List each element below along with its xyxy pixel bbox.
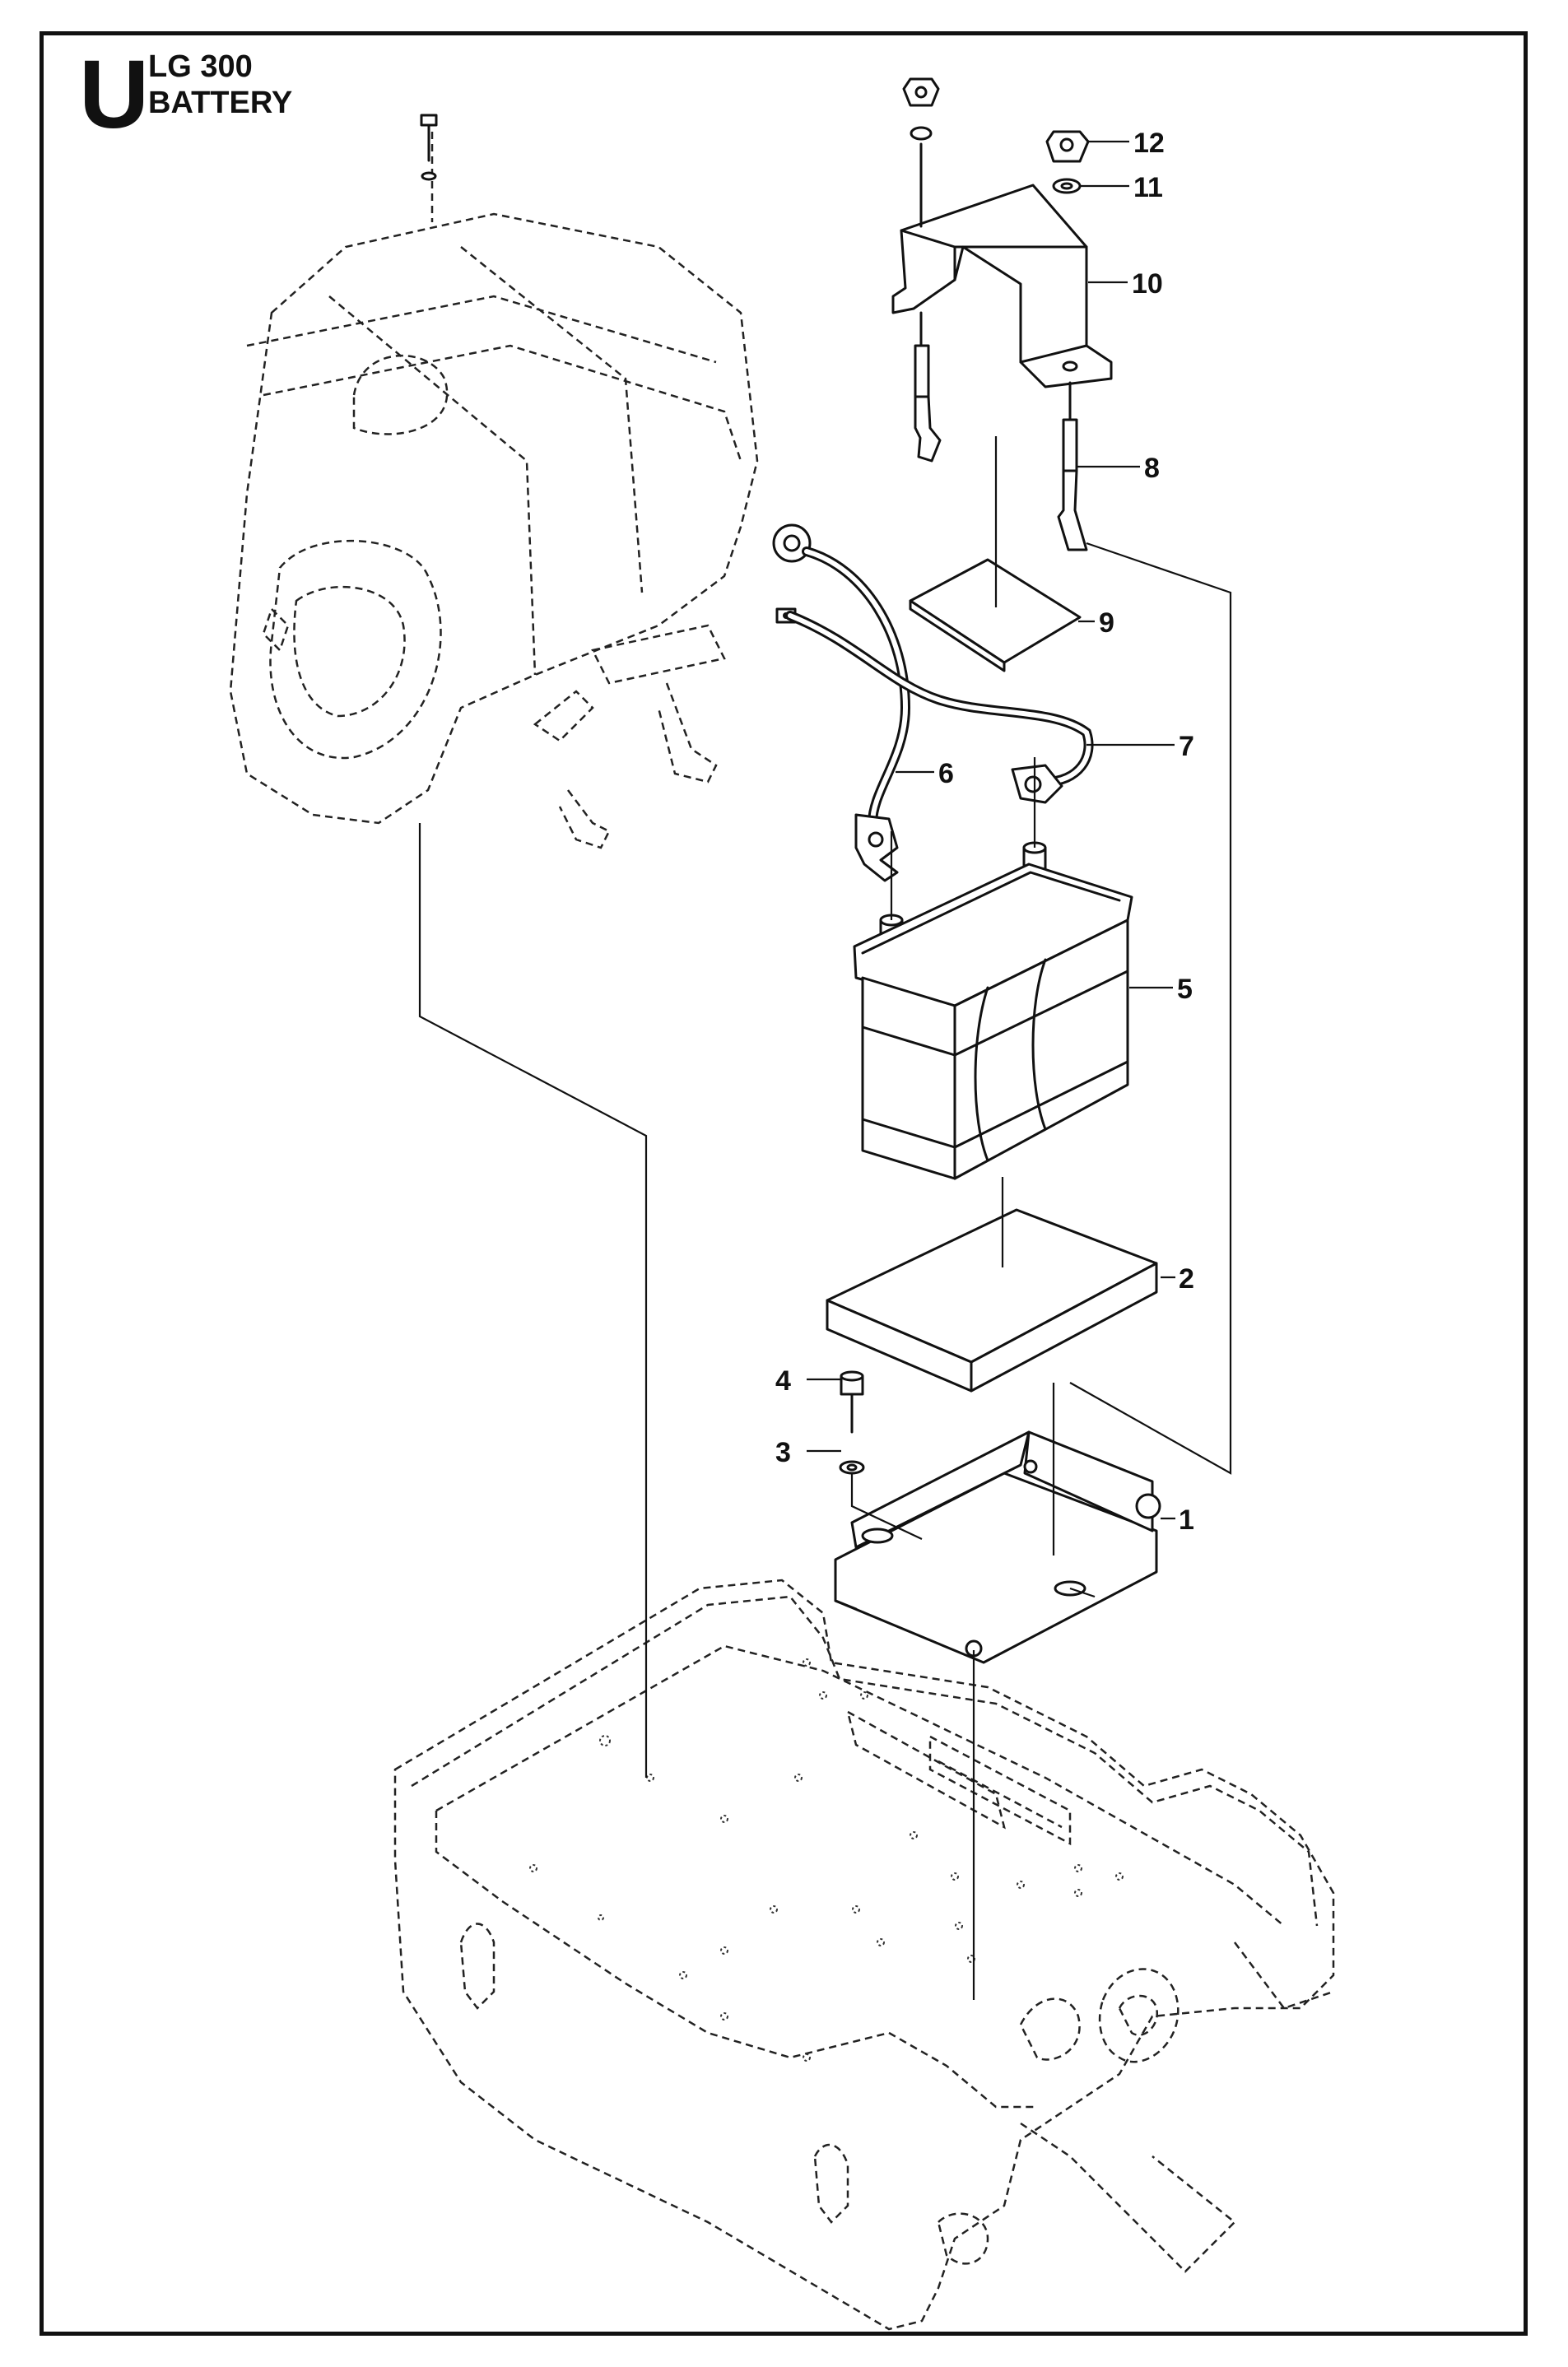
callout-labels: 1 2 3 4 5 6 7 8 9 10 11 12 [775,128,1194,1536]
battery-cable-negative [802,546,911,882]
hold-down-rod-right [1057,381,1088,551]
battery-pad-upper [909,558,1082,672]
chassis-outline [393,1579,1335,2331]
battery [853,841,1133,1180]
engine-outline [229,132,759,849]
section-title: BATTERY [148,86,293,120]
battery-pad-lower [826,1208,1158,1393]
callout-11: 11 [1133,172,1163,203]
diagram-frame [40,31,1528,2336]
callout-10: 10 [1132,268,1163,300]
starter-terminal [772,523,812,624]
section-letter: U [79,40,150,149]
engine-mount-bolt [420,114,438,181]
bracket-washer-right [1052,178,1082,194]
hold-down-bracket [891,184,1113,388]
callout-12: 12 [1133,128,1165,159]
model-name: LG 300 [148,49,253,84]
callout-1: 1 [1179,1504,1194,1536]
hold-down-rod-left [914,311,942,463]
callout-6: 6 [938,758,954,789]
callout-5: 5 [1177,974,1193,1005]
tray-bolt [840,1370,864,1434]
callout-4: 4 [775,1365,791,1397]
callout-3: 3 [775,1437,791,1468]
callout-9: 9 [1099,607,1114,639]
callout-7: 7 [1179,731,1194,762]
tray-washer [839,1460,865,1475]
bracket-nut-right [1045,130,1090,163]
battery-tray [834,1430,1161,1664]
assembly-guide-lines [418,436,1232,2000]
callout-leaders [807,140,1175,1520]
callout-2: 2 [1179,1263,1194,1295]
bracket-nut-left [902,77,940,228]
callout-8: 8 [1144,453,1160,484]
battery-cable-positive [785,611,1094,804]
